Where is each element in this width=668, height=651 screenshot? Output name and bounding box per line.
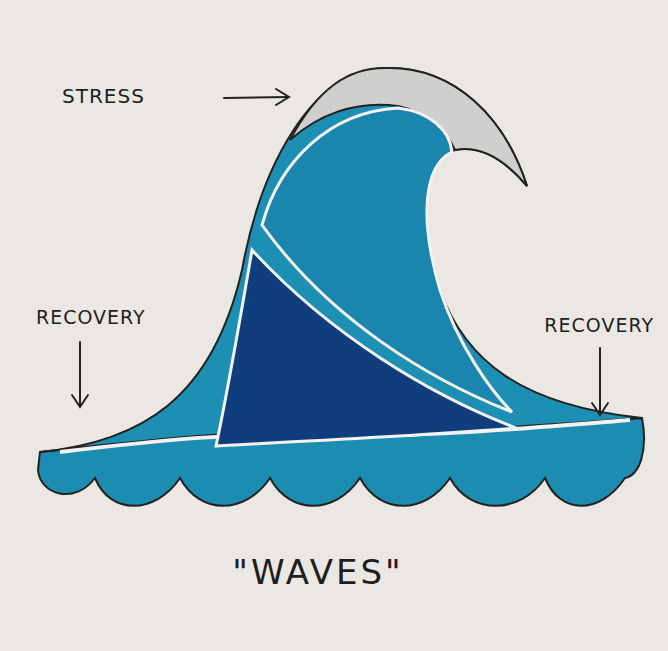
stress-label: STRESS — [62, 84, 145, 108]
stress-arrow — [224, 89, 289, 105]
recovery-arrow-left — [72, 342, 88, 407]
recovery-label: RECOVERY — [544, 314, 654, 336]
wave-dark-band — [216, 250, 516, 446]
recovery-arrow-right — [592, 348, 608, 415]
recovery-label: RECOVERY — [36, 306, 146, 328]
caption: "WAVES" — [232, 552, 403, 592]
wave-body — [40, 68, 642, 452]
